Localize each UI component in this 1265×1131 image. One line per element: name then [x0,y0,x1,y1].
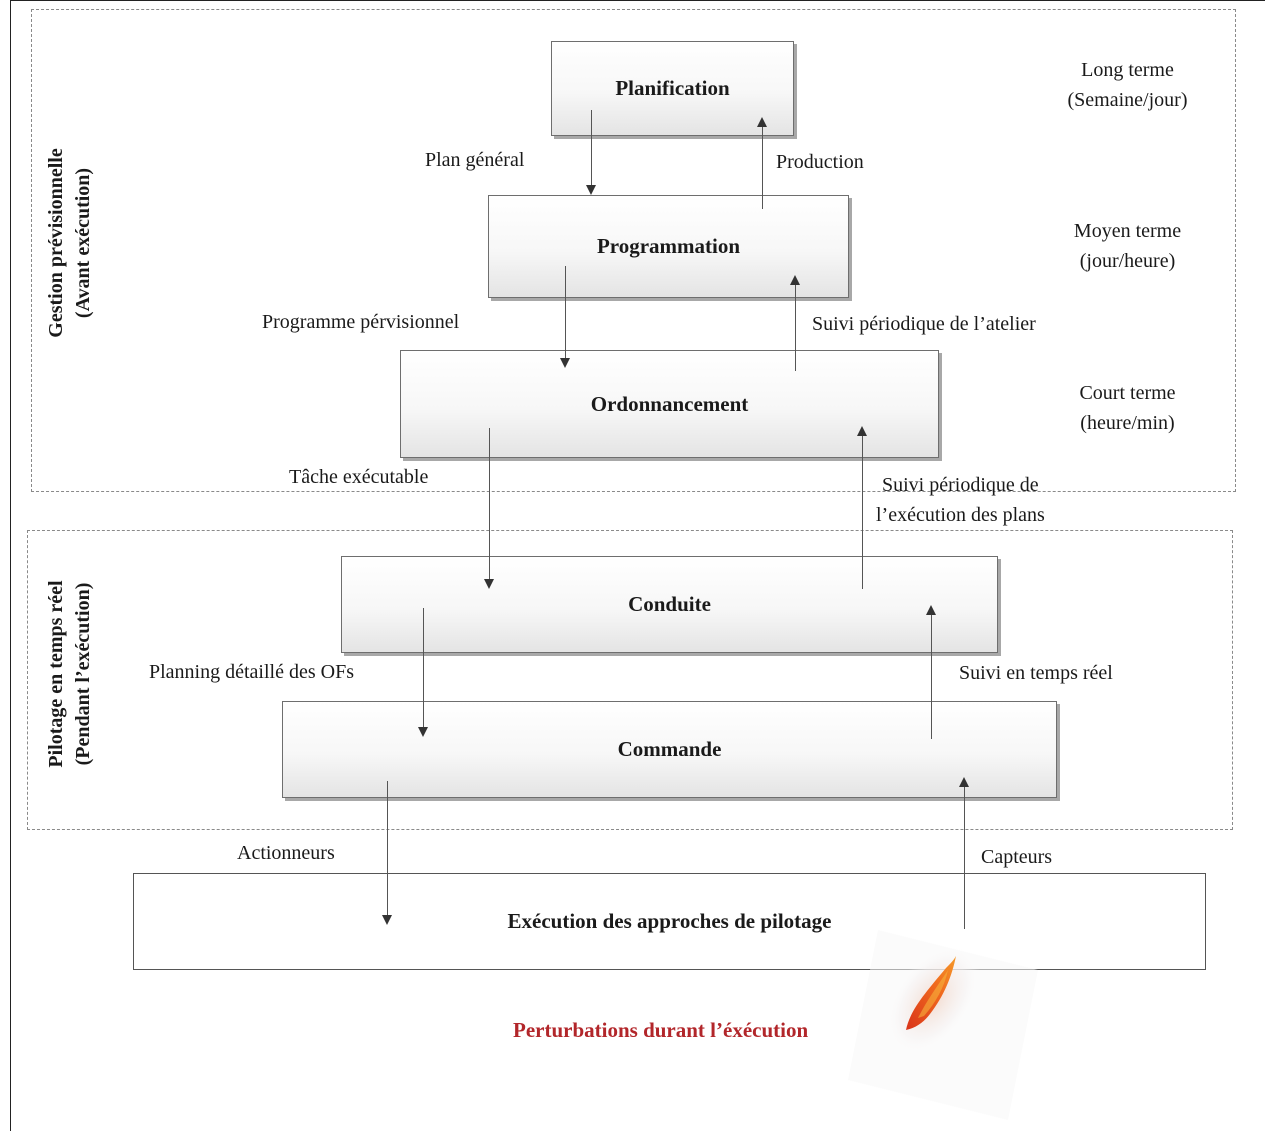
flame-icon [848,930,1038,1120]
zone-label-pilotage-line1: Pilotage en temps réel [45,580,67,768]
arrow-actionneurs [382,781,392,925]
horizon-long-line2: (Semaine/jour) [1067,89,1188,111]
arrow-plan-general [586,110,596,195]
flow-label-programme: Programme pérvisionnel [262,311,460,333]
arrow-planning [418,608,428,737]
flow-label-actionneurs: Actionneurs [237,842,335,864]
horizon-moyen: Moyen terme (jour/heure) [1040,216,1215,276]
horizon-moyen-line1: Moyen terme [1073,220,1182,242]
flow-label-suivi-atelier: Suivi périodique de l’atelier [812,313,1036,335]
arrow-suivi-plans [857,426,867,589]
flow-label-tache: Tâche exécutable [289,466,429,488]
flow-label-suivi-plans-line1: Suivi périodique de [882,474,1039,496]
box-execution: Exécution des approches de pilotage [133,873,1206,970]
zone-label-gestion-line1: Gestion prévisionnelle [45,148,67,338]
flow-label-suivi-plans: Suivi périodique de l’exécution des plan… [876,470,1045,530]
horizon-court-line1: Court terme [1079,382,1176,404]
arrow-production [757,117,767,209]
arrow-capteurs [959,777,969,929]
horizon-court-line2: (heure/min) [1080,412,1175,434]
perturbation-label: Perturbations durant l’éxécution [513,1018,809,1042]
zone-label-pilotage: Pilotage en temps réel (Pendant l’exécut… [43,580,97,767]
flow-label-production: Production [776,151,864,173]
arrow-tache [484,428,494,589]
zone-label-pilotage-line2: (Pendant l’exécution) [72,582,94,766]
zone-gestion-previsionnelle [31,9,1236,492]
flow-label-planning: Planning détaillé des OFs [149,661,354,683]
zone-label-gestion: Gestion prévisionnelle (Avant exécution) [43,148,97,337]
arrow-suivi-atelier [790,275,800,371]
horizon-moyen-line2: (jour/heure) [1079,250,1176,272]
arrow-programme [560,266,570,368]
zone-pilotage-temps-reel [27,530,1233,830]
box-commande: Commande [282,701,1057,798]
horizon-long-line1: Long terme [1081,59,1174,81]
arrow-suivi-reel [926,605,936,739]
flow-label-capteurs: Capteurs [981,846,1053,868]
box-conduite: Conduite [341,556,998,653]
flow-label-plan-general: Plan général [425,149,525,171]
flow-label-suivi-reel: Suivi en temps réel [959,662,1113,684]
box-ordonnancement: Ordonnancement [400,350,939,458]
diagram-frame [10,0,1265,1131]
horizon-court: Court terme (heure/min) [1040,378,1215,438]
horizon-long: Long terme (Semaine/jour) [1040,55,1215,115]
box-programmation: Programmation [488,195,849,298]
flow-label-suivi-plans-line2: l’exécution des plans [876,504,1045,526]
zone-label-gestion-line2: (Avant exécution) [72,167,94,319]
